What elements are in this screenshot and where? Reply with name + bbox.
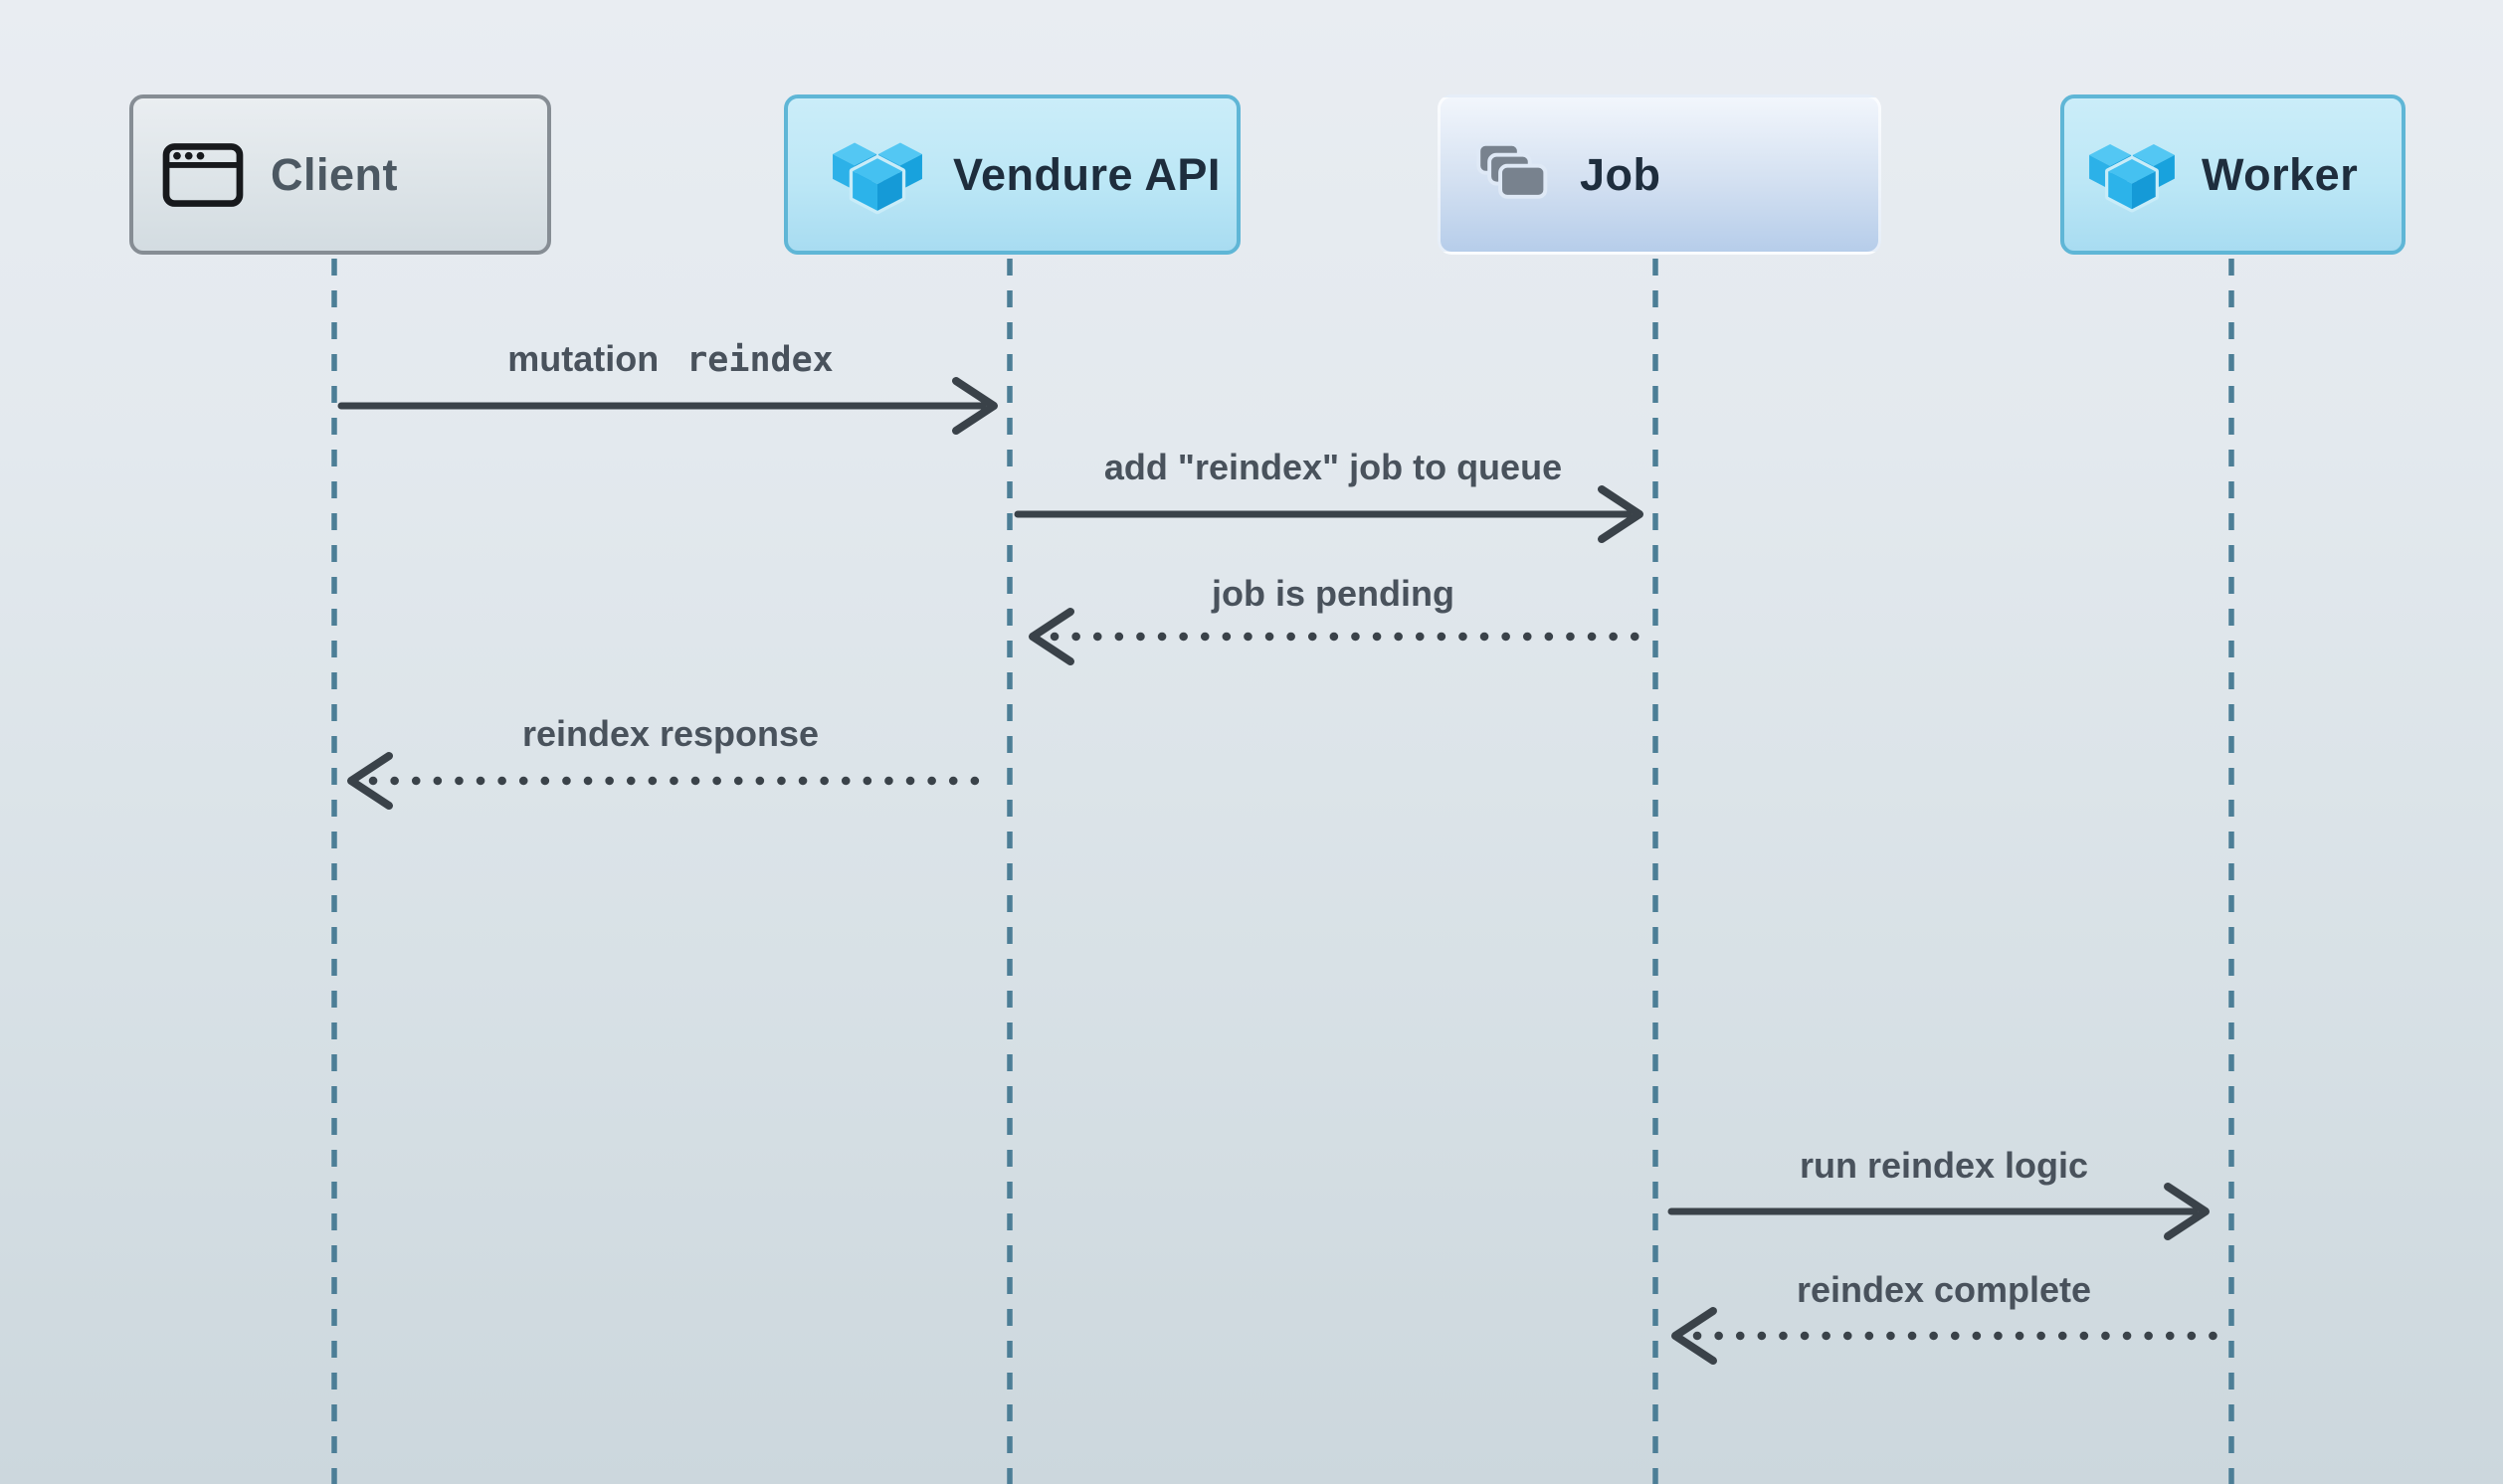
message-label-add-reindex-job: add "reindex" job to queue bbox=[1104, 447, 1562, 488]
arrowhead-mutation-reindex bbox=[952, 377, 998, 435]
message-text: mutation bbox=[507, 338, 660, 379]
arrowhead-job-is-pending bbox=[1029, 608, 1074, 665]
arrowhead-run-reindex-logic bbox=[2164, 1183, 2210, 1240]
actor-vendure-api: Vendure API bbox=[784, 94, 1241, 255]
message-label-run-reindex-logic: run reindex logic bbox=[1800, 1145, 2088, 1187]
message-text: add "reindex" job to queue bbox=[1103, 447, 1563, 487]
message-text: job is pending bbox=[1212, 573, 1454, 614]
actor-client: Client bbox=[129, 94, 551, 255]
arrowhead-reindex-complete bbox=[1671, 1307, 1717, 1365]
browser-window-icon bbox=[162, 142, 244, 207]
actor-worker: Worker bbox=[2060, 94, 2406, 255]
message-text: reindex complete bbox=[1796, 1269, 2092, 1310]
layers-icon bbox=[1476, 141, 1548, 199]
message-label-reindex-complete: reindex complete bbox=[1797, 1269, 2091, 1311]
vendure-logo-icon bbox=[2089, 143, 2175, 212]
actor-vendure-api-label: Vendure API bbox=[953, 148, 1221, 200]
actor-job: Job bbox=[1438, 94, 1881, 255]
actor-job-label: Job bbox=[1580, 148, 1661, 200]
vendure-logo-icon bbox=[833, 141, 922, 214]
actor-worker-label: Worker bbox=[2202, 148, 2359, 200]
arrowhead-reindex-response bbox=[347, 752, 393, 810]
actor-client-label: Client bbox=[271, 148, 399, 200]
message-label-job-is-pending: job is pending bbox=[1212, 573, 1454, 615]
message-label-reindex-response: reindex response bbox=[522, 713, 819, 755]
message-code-text: reindex bbox=[686, 340, 834, 380]
message-text: reindex response bbox=[521, 713, 820, 754]
message-label-mutation-reindex: mutation reindex bbox=[507, 338, 834, 380]
arrowhead-add-reindex-job bbox=[1598, 485, 1643, 543]
message-text: run reindex logic bbox=[1799, 1145, 2089, 1186]
